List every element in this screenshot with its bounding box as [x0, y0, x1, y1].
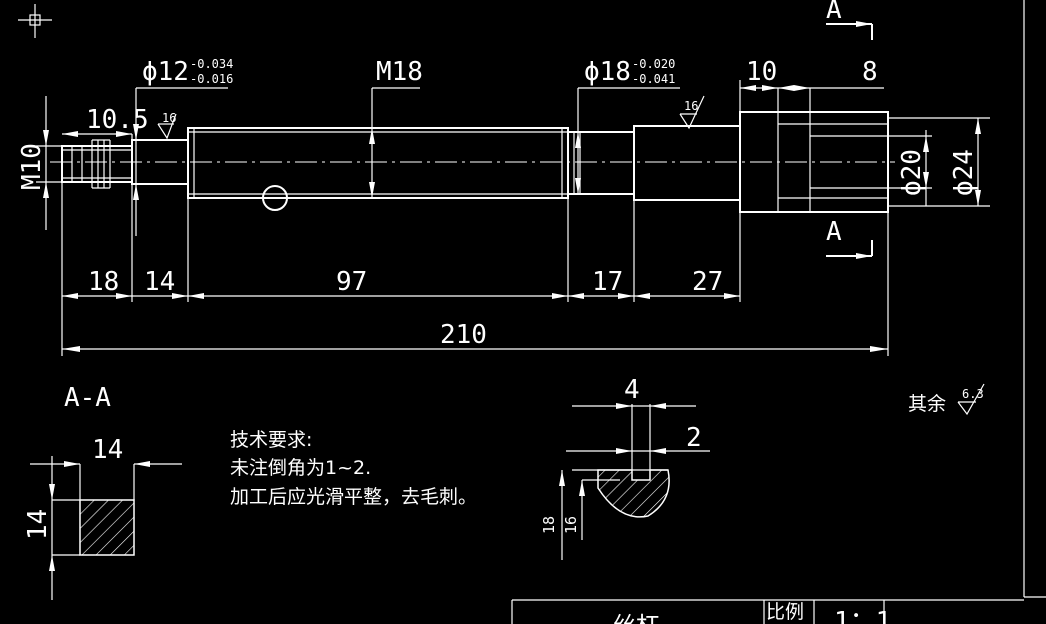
phi12-tol-upper: -0.034 [190, 57, 233, 71]
section-a-a-view [30, 456, 182, 600]
dim-8-label: 8 [862, 57, 878, 87]
dim-97-label: 97 [336, 267, 367, 297]
dim-210-label: 210 [440, 320, 487, 350]
roughness-value-right: 16 [684, 99, 698, 113]
groove-detail-view [559, 403, 710, 560]
flange-end [739, 111, 889, 213]
groove-texts: 4 2 18 16 [540, 375, 702, 534]
collar-section [633, 125, 741, 201]
roughness-symbol-left [157, 113, 177, 140]
m18-label: M18 [376, 57, 423, 87]
dim-27-label: 27 [692, 267, 723, 297]
phi18-tol-upper: -0.020 [632, 57, 675, 71]
dim-10-label: 10 [746, 57, 777, 87]
roughness-value-left: 16 [162, 111, 176, 125]
cut-label-bottom: A [826, 217, 842, 247]
groove-width-label: 4 [624, 375, 640, 405]
cut-label-top: A [826, 0, 842, 25]
drawing-frame [1023, 0, 1046, 598]
section-width-label: 14 [92, 435, 123, 465]
roughness-texts: 16 16 其余 6.3 [162, 99, 984, 415]
scale-value: 1：1 [834, 607, 891, 624]
phi20-label: ϕ20 [897, 149, 927, 196]
phi12-tol-lower: -0.016 [190, 72, 233, 86]
groove-dia-inner-label: 16 [562, 516, 580, 534]
phi18-label: ϕ18 [584, 57, 631, 87]
groove-profile [597, 469, 670, 518]
roughness-rest-label: 其余 [908, 393, 946, 415]
section-texts: A-A 14 14 [23, 383, 123, 540]
shaft-main-view [50, 88, 895, 213]
m10-label: M10 [17, 143, 47, 190]
hole-circle [262, 185, 288, 211]
phi18-tol-lower: -0.041 [632, 72, 675, 86]
roughness-symbol-right [679, 95, 705, 130]
part-name: 丝杠 [612, 612, 660, 624]
dim-14-label: 14 [144, 267, 175, 297]
section-height-label: 14 [23, 509, 53, 540]
crosshair-cursor-icon [18, 4, 52, 38]
requirements-line-1: 未注倒角为1~2. [230, 457, 371, 479]
technical-requirements: 技术要求: 未注倒角为1~2. 加工后应光滑平整，去毛刺。 [230, 429, 477, 508]
section-square [79, 499, 135, 556]
m18-thread-body [187, 127, 569, 199]
roughness-symbol-rest [957, 383, 985, 416]
requirements-line-2: 加工后应光滑平整，去毛刺。 [230, 486, 477, 508]
groove-dia-outer-label: 18 [540, 516, 558, 534]
title-block [511, 599, 1024, 624]
dim-18-label: 18 [88, 267, 119, 297]
roughness-rest-value: 6.3 [962, 387, 984, 401]
scale-label: 比例 [766, 601, 804, 623]
title-block-texts: 丝杠 比例 1：1 [612, 601, 891, 624]
section-title: A-A [64, 383, 111, 413]
dim-17-label: 17 [592, 267, 623, 297]
dim-10-5-label: 10.5 [86, 105, 149, 135]
dimension-texts: ϕ12 -0.034 -0.016 M18 ϕ18 -0.020 -0.041 … [17, 0, 979, 350]
dimension-lines [36, 21, 990, 356]
requirements-heading: 技术要求: [230, 429, 312, 451]
phi24-label: ϕ24 [949, 149, 979, 196]
groove-depth-label: 2 [686, 423, 702, 453]
phi12-label: ϕ12 [142, 57, 189, 87]
